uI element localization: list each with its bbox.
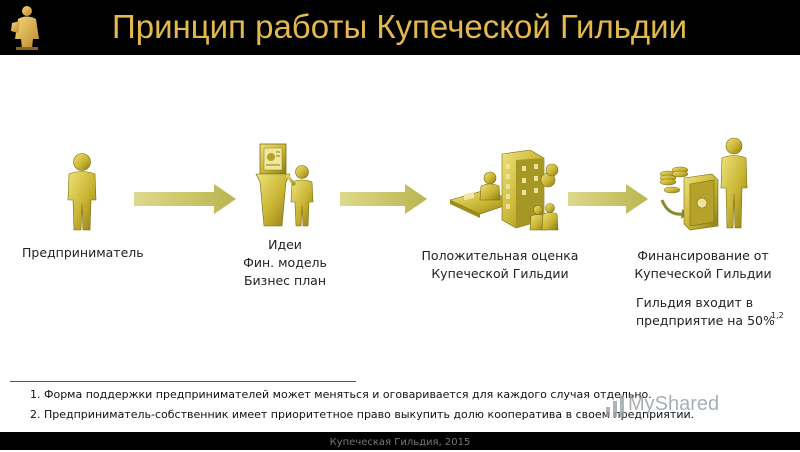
guild-share-text: Гильдия входит в предприятие на 50% bbox=[636, 295, 775, 328]
right-arrow-icon bbox=[134, 184, 236, 214]
office-evaluation-icon bbox=[449, 150, 559, 231]
header-bar: Принцип работы Купеческой Гильдии bbox=[0, 0, 800, 55]
footer-text: Купеческая Гильдия, 2015 bbox=[329, 437, 471, 448]
presenter-at-board-icon bbox=[255, 143, 314, 227]
right-arrow-icon bbox=[340, 184, 427, 214]
entrepreneur-person-icon bbox=[67, 153, 97, 231]
step-label-evaluation: Положительная оценка Купеческой Гильдии bbox=[421, 248, 579, 281]
footnote-divider bbox=[10, 381, 356, 382]
right-arrow-icon bbox=[568, 184, 648, 214]
footnotes: 1. Форма поддержки предпринимателей може… bbox=[30, 385, 694, 425]
footnote-2: 2. Предприниматель-собственник имеет при… bbox=[30, 408, 695, 421]
page-title: Принцип работы Купеческой Гильдии bbox=[112, 8, 688, 45]
step-label-ideas: Идеи Фин. модель Бизнес план bbox=[243, 237, 327, 288]
merchant-statue-logo-icon bbox=[11, 6, 39, 50]
step-label-entrepreneur: Предприниматель bbox=[22, 245, 144, 260]
footnote-1: 1. Форма поддержки предпринимателей може… bbox=[30, 388, 652, 401]
footer-bar: Купеческая Гильдия, 2015 bbox=[0, 432, 800, 450]
watermark-logo-icon bbox=[606, 395, 624, 417]
watermark-text: MyShared bbox=[628, 393, 720, 415]
footnote-reference: 1,2 bbox=[771, 311, 784, 320]
step-label-financing: Финансирование от Купеческой Гильдии bbox=[634, 248, 772, 281]
safe-money-person-icon bbox=[659, 137, 748, 231]
